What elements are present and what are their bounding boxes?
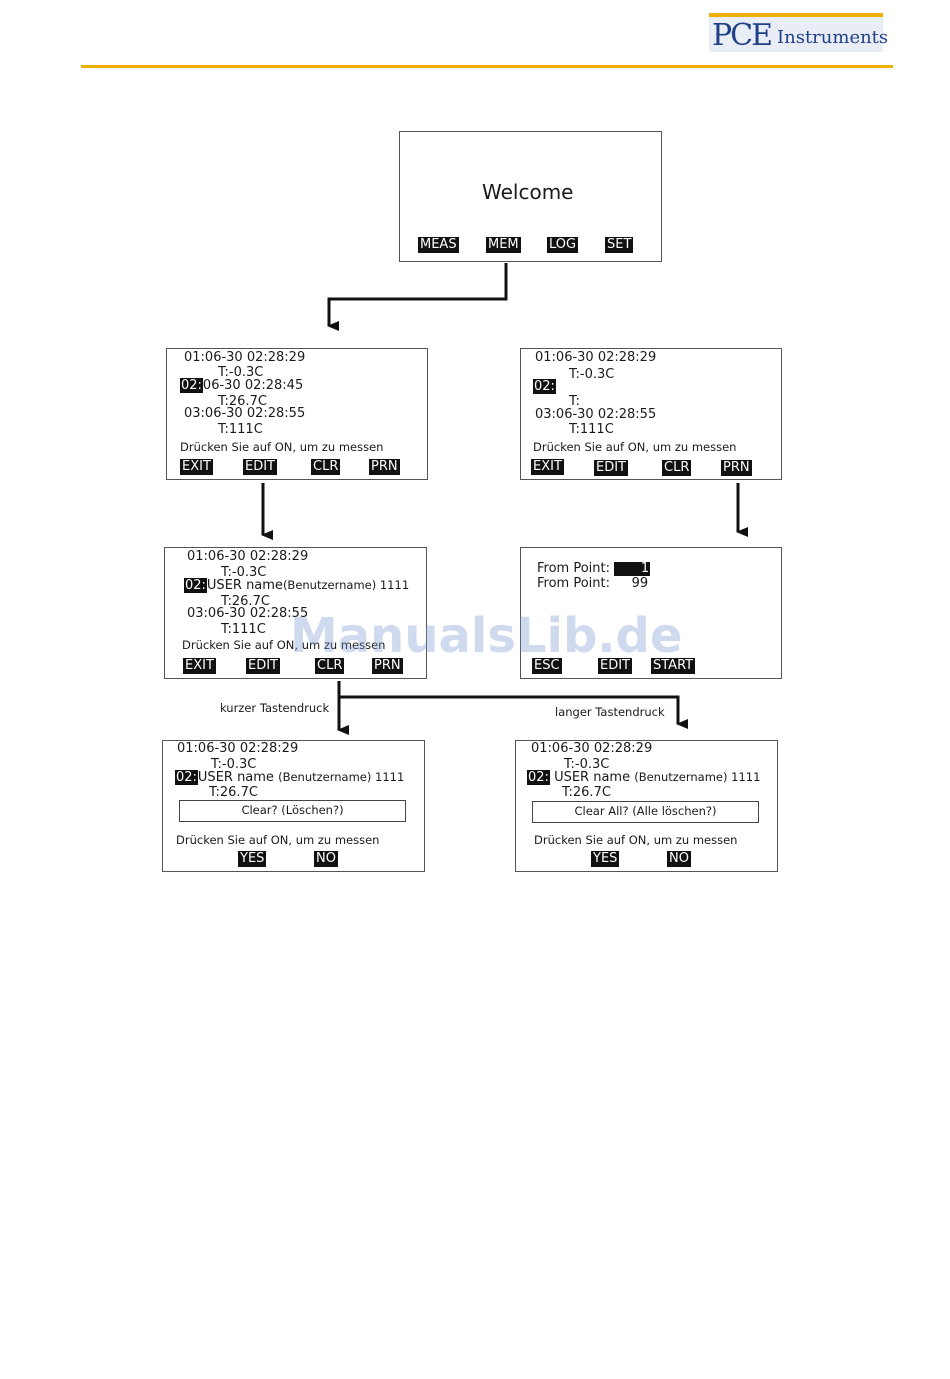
print-line-4: T: [569,394,580,409]
edit-exit-key[interactable]: EXIT [183,658,216,674]
edit-user-name[interactable]: USER name [206,578,283,593]
range-esc-key[interactable]: ESC [532,658,562,674]
clear-dialog: Clear? (Löschen?) [179,800,406,822]
range-edit-key[interactable]: EDIT [598,658,632,674]
memory-line-4: T:26.7C [218,394,267,409]
welcome-screen: Welcome MEAS MEM LOG SET [399,131,662,262]
mem-key[interactable]: MEM [486,237,521,253]
memory-line-3-text: 06-30 02:28:45 [202,378,304,393]
clear-user-name: USER name [197,770,274,785]
memory-screen: 01:06-30 02:28:29 T:-0.3C 02:06-30 02:28… [166,348,428,480]
clear-record-id: 02: [175,770,198,785]
range-from-label-2: From Point: [537,576,610,591]
clear-all-screen: 01:06-30 02:28:29 T:-0.3C 02: USER name … [515,740,778,872]
meas-key[interactable]: MEAS [418,237,459,253]
caption-long-press: langer Tastendruck [555,705,665,719]
clear-all-line-1: 01:06-30 02:28:29 [531,741,653,756]
clear-yes-key[interactable]: YES [238,851,267,867]
range-from-value-1[interactable]: 1 [614,562,651,576]
clear-all-record-id: 02: [527,770,550,785]
print-line-3: 02: [533,379,556,394]
header-rule [81,65,893,68]
edit-prn-key[interactable]: PRN [372,658,403,674]
caption-short-press: kurzer Tastendruck [220,701,330,715]
range-start-key[interactable]: START [651,658,696,674]
print-exit-key[interactable]: EXIT [531,459,564,475]
clear-all-yes-key[interactable]: YES [591,851,620,867]
range-from-row-1: From Point: 1 [537,561,651,576]
clear-hint: Drücken Sie auf ON, um zu messen [176,833,380,847]
clear-all-line-2: T:-0.3C [564,757,610,772]
logo-instruments-text: Instruments [777,27,889,48]
print-line-6: T:111C [569,422,614,437]
print-edit-key[interactable]: EDIT [594,460,628,476]
print-line-2: T:-0.3C [569,367,615,382]
edit-user-name-hint: (Benutzername) 1111 [282,578,410,592]
clear-line-4: T:26.7C [209,785,258,800]
welcome-title: Welcome [482,180,574,204]
edit-hint: Drücken Sie auf ON, um zu messen [182,638,386,652]
clear-no-key[interactable]: NO [314,851,338,867]
edit-line-6: T:111C [221,622,266,637]
memory-line-2: T:-0.3C [218,365,264,380]
clear-line-3: 02:USER name (Benutzername) 1111 [175,770,404,785]
edit-clr-key[interactable]: CLR [315,658,345,674]
memory-hint: Drücken Sie auf ON, um zu messen [180,440,384,454]
edit-line-4: T:26.7C [221,594,270,609]
clear-all-line-3: 02: USER name (Benutzername) 1111 [527,770,760,785]
clear-all-no-key[interactable]: NO [667,851,691,867]
edit-record-id: 02: [184,578,207,593]
clear-all-user-name-hint: (Benutzername) 1111 [634,770,761,784]
edit-screen: 01:06-30 02:28:29 T:-0.3C 02:USER name(B… [164,547,427,679]
edit-line-1: 01:06-30 02:28:29 [187,549,309,564]
memory-prn-key[interactable]: PRN [369,459,400,475]
arrow-edit-to-clear-all [339,695,688,729]
watermark: ManualsLib.de [290,608,683,664]
print-line-5: 03:06-30 02:28:55 [535,407,657,422]
memory-line-1: 01:06-30 02:28:29 [184,350,306,365]
memory-clr-key[interactable]: CLR [311,459,341,475]
memory-edit-key[interactable]: EDIT [243,459,277,475]
print-clr-key[interactable]: CLR [662,460,692,476]
print-line-1: 01:06-30 02:28:29 [535,350,657,365]
logo-pce-text: PCE [712,18,773,53]
clear-all-line-4: T:26.7C [562,785,611,800]
range-from-value-2[interactable]: 99 [631,576,649,591]
range-from-label-1: From Point: [537,561,610,576]
print-screen: 01:06-30 02:28:29 T:-0.3C 02: T: 03:06-3… [520,348,782,480]
print-prn-key[interactable]: PRN [721,460,752,476]
clear-line-1: 01:06-30 02:28:29 [177,741,299,756]
memory-line-5: 03:06-30 02:28:55 [184,406,306,421]
print-hint: Drücken Sie auf ON, um zu messen [533,440,737,454]
edit-line-3: 02:USER name(Benutzername) 1111 [184,578,409,593]
clear-screen: 01:06-30 02:28:29 T:-0.3C 02:USER name (… [162,740,425,872]
memory-record-id: 02: [180,378,203,393]
edit-edit-key[interactable]: EDIT [246,658,280,674]
print-record-id: 02: [533,379,556,394]
range-screen: From Point: 1 From Point: 99 ESC EDIT ST… [520,547,782,679]
memory-line-3: 02:06-30 02:28:45 [180,378,304,393]
log-key[interactable]: LOG [547,237,579,253]
range-from-row-2: From Point: 99 [537,577,648,591]
clear-all-dialog: Clear All? (Alle löschen?) [532,801,759,823]
clear-all-hint: Drücken Sie auf ON, um zu messen [534,833,738,847]
pce-logo: PCE Instruments [709,13,888,53]
memory-exit-key[interactable]: EXIT [180,459,213,475]
clear-user-name-hint: (Benutzername) 1111 [278,770,405,784]
set-key[interactable]: SET [605,237,634,253]
clear-line-2: T:-0.3C [211,757,257,772]
arrow-welcome-to-memory [327,263,508,331]
edit-line-5: 03:06-30 02:28:55 [187,606,309,621]
edit-line-2: T:-0.3C [221,565,267,580]
memory-line-6: T:111C [218,422,263,437]
clear-all-user-name: USER name [554,770,631,785]
